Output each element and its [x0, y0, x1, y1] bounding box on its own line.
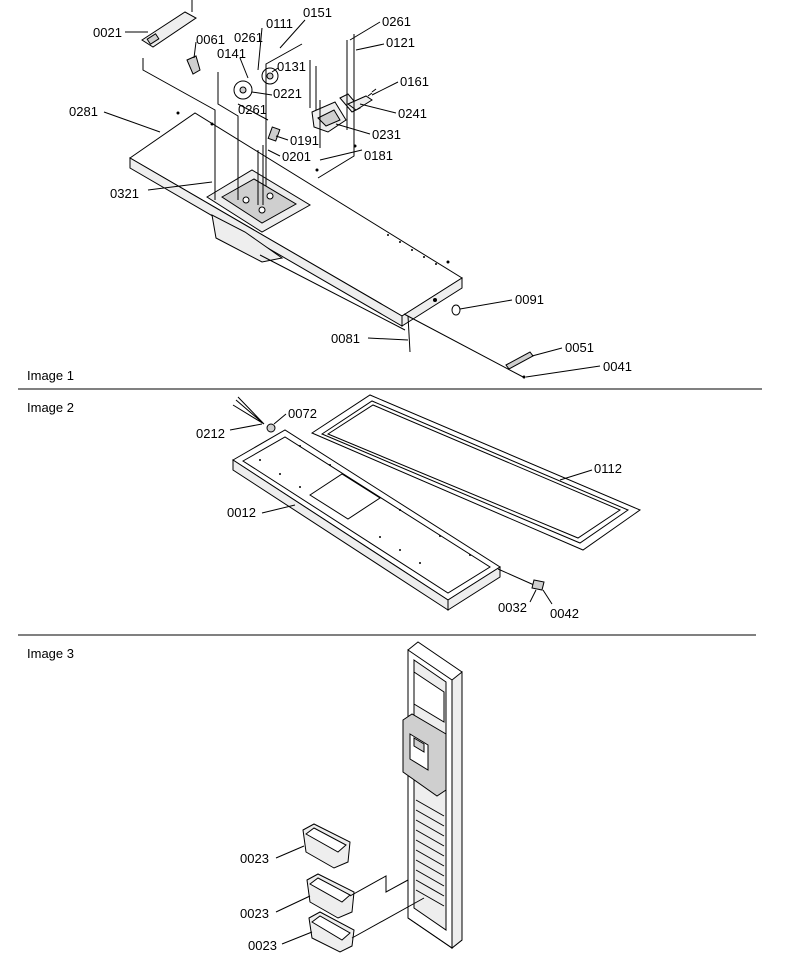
part-label: 0121	[386, 35, 415, 50]
part-label: 0131	[277, 59, 306, 74]
part-label: 0081	[331, 331, 360, 346]
part-label: 0191	[290, 133, 319, 148]
part-0023-shape	[306, 873, 355, 919]
part-label: 0221	[273, 86, 302, 101]
section-title: Image 3	[27, 646, 74, 661]
part-0112-shape	[310, 394, 642, 551]
part-label: 0112	[594, 461, 622, 476]
part-label: 0181	[364, 148, 393, 163]
part-label: 0021	[93, 25, 122, 40]
part-label: 0091	[515, 292, 544, 307]
underside-housing	[211, 214, 284, 263]
part-label: 0051	[565, 340, 594, 355]
image-3-drawing	[275, 641, 463, 953]
part-label: 0261	[238, 102, 267, 117]
image-2-drawing	[229, 394, 642, 611]
control-recess-inner	[221, 178, 298, 224]
image-1-labels: 0021 0061 0111 0151 0261 0141 0131 0221 …	[27, 5, 632, 383]
part-0023-shape	[308, 911, 355, 953]
part-label: 0061	[196, 32, 225, 47]
part-0091-shape	[451, 304, 461, 316]
part-label: 0241	[398, 106, 427, 121]
image-3-labels: Image 3 0023 0023 0023	[27, 646, 277, 953]
part-label: 0281	[69, 104, 98, 119]
image-2-labels: Image 2 0072 0212 0112 0012 0032 0042	[27, 400, 622, 621]
part-label: 0151	[303, 5, 332, 20]
part-0032-shape	[531, 579, 545, 591]
frame-opening	[309, 473, 381, 520]
part-label: 0201	[282, 149, 311, 164]
part-0023-shape	[302, 823, 351, 869]
part-0051-shape	[505, 351, 534, 370]
image-1-drawing	[103, 0, 601, 379]
top-panel-right-side	[401, 277, 463, 327]
part-label: 0042	[550, 606, 579, 621]
section-title: Image 1	[27, 368, 74, 383]
part-label: 0141	[217, 46, 246, 61]
part-0061-shape	[186, 55, 201, 75]
part-label: 0023	[240, 906, 269, 921]
section-title: Image 2	[27, 400, 74, 415]
part-0072-shape	[266, 423, 276, 433]
part-label: 0261	[234, 30, 263, 45]
part-label: 0212	[196, 426, 225, 441]
part-label: 0231	[372, 127, 401, 142]
part-label: 0041	[603, 359, 632, 374]
part-label: 0072	[288, 406, 317, 421]
part-0212-shape	[232, 396, 265, 425]
part-label: 0032	[498, 600, 527, 615]
part-label: 0161	[400, 74, 429, 89]
part-label: 0012	[227, 505, 256, 520]
part-label: 0023	[248, 938, 277, 953]
part-label: 0261	[382, 14, 411, 29]
part-0191-shape	[267, 126, 281, 142]
part-label: 0023	[240, 851, 269, 866]
part-label: 0111	[266, 16, 293, 31]
part-label: 0321	[110, 186, 139, 201]
